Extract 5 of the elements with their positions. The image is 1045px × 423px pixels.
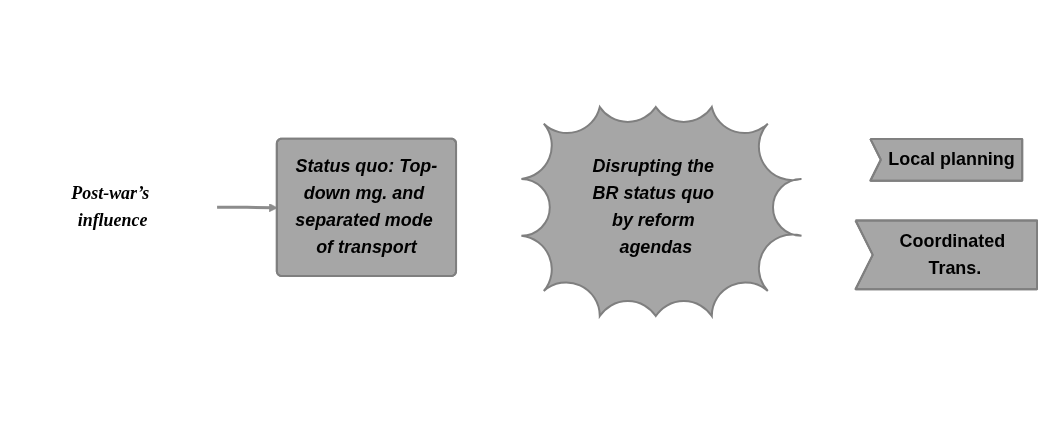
block-arrow: Coordinated Trans. [854,219,1038,291]
starburst-shape: Disrupting the BR status quo by reform agendas [520,105,803,318]
block-arrow: Local planning [869,137,1024,182]
influence-text: Post-war’s influence [71,183,150,231]
process-box: Status quo: Top-down mg. and separated mode of transport [275,137,458,277]
